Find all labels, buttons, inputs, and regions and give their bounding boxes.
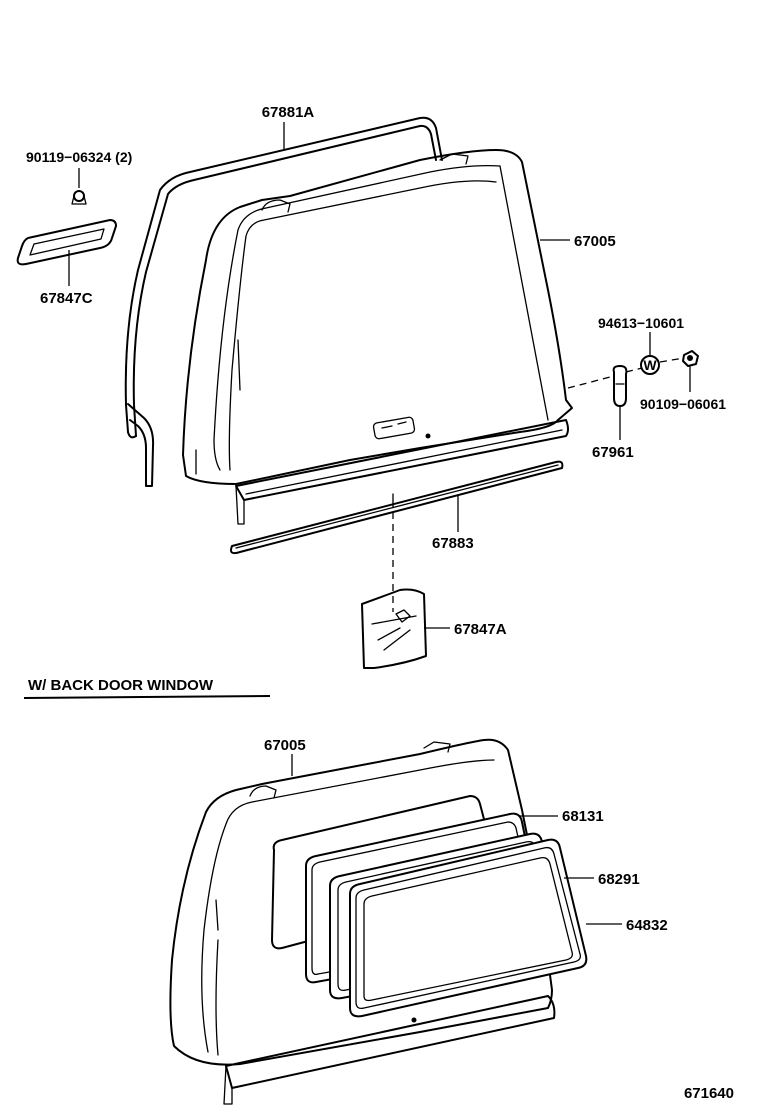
assembly-line-bolt [659,357,685,363]
section-title: W/ BACK DOOR WINDOW [28,677,214,694]
stopper-67961 [612,365,628,407]
label-67847A: 67847A [454,621,507,638]
assembly-line-stopper [567,375,615,389]
label-67847C: 67847C [40,290,93,307]
label-94613: 94613−10601 [598,315,684,331]
figure-number: 671640 [684,1085,734,1102]
clip-90119 [71,168,87,205]
label-64832: 64832 [626,917,668,934]
bolt-90109 [682,350,699,367]
washer-94613: W [640,355,660,375]
frame-64832 [349,838,588,1018]
weatherstrip-67881A [124,116,443,487]
assembly-line-washer [625,367,643,373]
label-68291: 68291 [598,871,640,888]
label-67005-top: 67005 [574,233,616,250]
moulding-67883 [230,460,564,555]
washer-symbol: W [643,357,657,373]
back-door-panel-top [182,149,573,525]
label-67005-bottom: 67005 [264,737,306,754]
label-67961: 67961 [592,444,634,461]
label-68131: 68131 [562,808,604,825]
back-door-panel-bottom [169,738,556,1105]
caution-plate-67847A [361,588,427,669]
label-67883: 67883 [432,535,474,552]
garnish-67847C [16,219,117,266]
label-90109: 90109−06061 [640,396,726,412]
section-title-underline [23,695,271,699]
label-67881A: 67881A [262,104,315,121]
label-90119: 90119−06324 (2) [26,149,132,165]
